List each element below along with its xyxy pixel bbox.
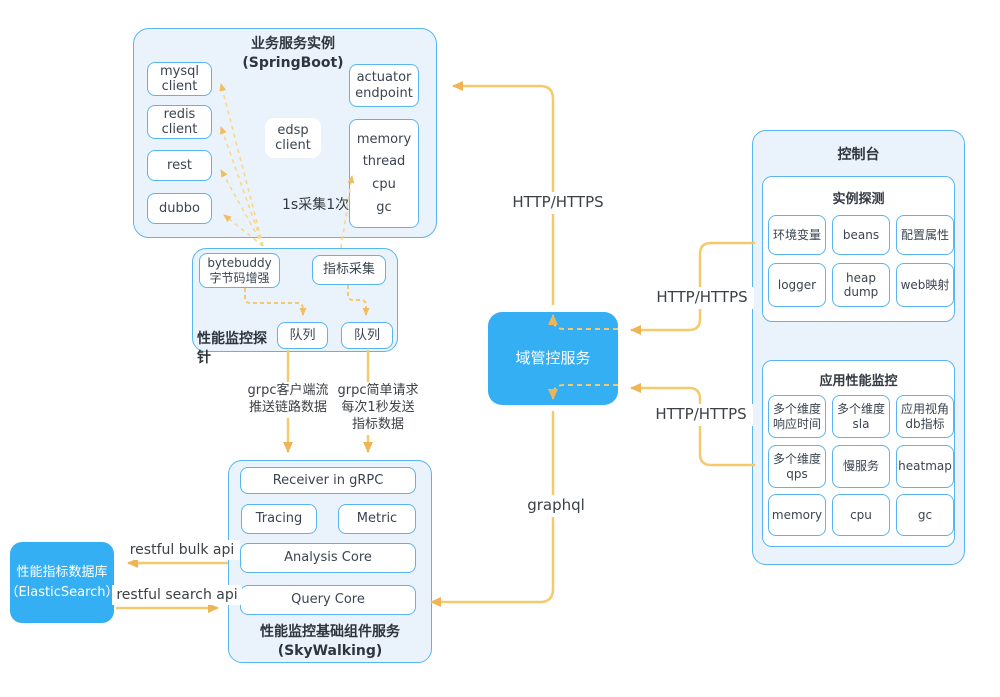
edge-label-graphql: graphql (522, 495, 590, 517)
cell-logger: logger (768, 263, 826, 307)
node-mysql-client: mysql client (147, 62, 212, 96)
edge-label-grpc-stream: grpc客户端流 推送链路数据 (234, 382, 342, 418)
metric-thread: thread (362, 154, 406, 170)
cell-heap-dump: heap dump (832, 263, 890, 307)
node-bytebuddy: bytebuddy 字节码增强 (199, 253, 280, 288)
edge-label-restful-bulk: restful bulk api (124, 540, 240, 561)
node-runtime-metrics: memory thread cpu gc (349, 119, 419, 228)
cell-qps: 多个维度 qps (768, 445, 826, 488)
cell-heatmap: heatmap (896, 445, 954, 488)
cell-beans: beans (832, 215, 890, 255)
edge-label-grpc-simple: grpc简单请求 每次1秒发送 指标数据 (328, 382, 428, 435)
metric-memory: memory (356, 131, 412, 147)
node-redis-client: redis client (147, 105, 212, 139)
cell-db-metrics: 应用视角 db指标 (896, 395, 954, 438)
node-queue-trace: 队列 (277, 322, 328, 349)
edge-label-restful-search: restful search api (112, 585, 242, 606)
node-tracing: Tracing (241, 504, 317, 534)
cell-env-vars: 环境变量 (768, 215, 826, 255)
cell-slow-service: 慢服务 (832, 445, 890, 488)
console-title: 控制台 (837, 147, 880, 163)
cell-memory: memory (768, 494, 826, 536)
cell-sla: 多个维度 sla (832, 395, 890, 438)
node-dubbo-client: dubbo (147, 193, 212, 224)
node-receiver-grpc: Receiver in gRPC (240, 467, 416, 494)
node-domain-control-service: 域管控服务 (488, 312, 618, 405)
node-query-core: Query Core (240, 585, 416, 615)
node-analysis-core: Analysis Core (240, 543, 416, 573)
node-metric-collect: 指标采集 (312, 255, 386, 285)
instance-probe-title: 实例探测 (832, 192, 885, 207)
cell-response-time: 多个维度 响应时间 (768, 395, 826, 438)
apm-title: 应用性能监控 (819, 374, 898, 389)
cell-cpu: cpu (832, 494, 890, 536)
cell-config-props: 配置属性 (896, 215, 954, 255)
metric-cpu: cpu (372, 177, 396, 193)
edge-label-http-bottom: HTTP/HTTPS (649, 404, 753, 426)
probe-label: 性能监控探针 (197, 331, 267, 366)
node-actuator-endpoint: actuator endpoint (349, 64, 419, 107)
node-rest-client: rest (147, 150, 212, 181)
node-elasticsearch: 性能指标数据库 （ElasticSearch） (5, 542, 119, 623)
edge-label-http-mid: HTTP/HTTPS (650, 287, 754, 309)
node-queue-metric: 队列 (341, 322, 393, 349)
arrow-console-apm-to-domain (630, 383, 755, 467)
cell-gc: gc (896, 494, 954, 536)
springboot-title: 业务服务实例 (SpringBoot) (242, 36, 344, 71)
node-metric: Metric (338, 504, 416, 534)
node-edsp-client: edsp client (265, 118, 321, 158)
edge-label-http-top: HTTP/HTTPS (506, 192, 610, 214)
skywalking-label: 性能监控基础组件服务 (SkyWalking) (260, 624, 400, 659)
metric-gc: gc (376, 199, 392, 215)
sample-rate-note: 1s采集1次 (282, 197, 350, 213)
cell-web-mapping: web映射 (896, 263, 954, 307)
